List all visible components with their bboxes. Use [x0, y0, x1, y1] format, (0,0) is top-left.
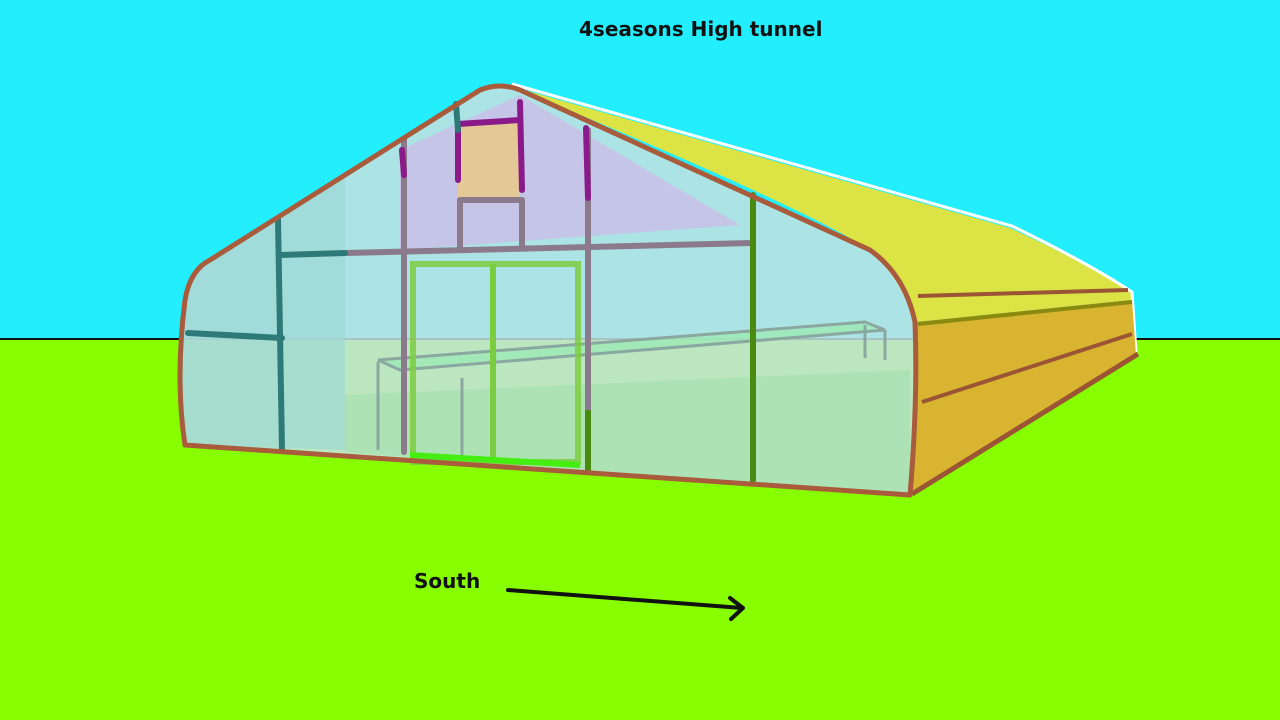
left-bay-tint — [180, 175, 345, 450]
vent-panel — [458, 122, 520, 198]
side-rail-upper — [917, 288, 1129, 298]
end-arch-frame — [177, 83, 919, 498]
arrow-right-icon — [506, 588, 745, 621]
side-rail-olive — [917, 300, 1133, 326]
door-threshold — [409, 452, 581, 468]
floor-tint — [345, 370, 910, 495]
diagram-title: 4seasons High tunnel — [579, 17, 823, 41]
compass-south-label: South — [414, 569, 481, 593]
side-rail-lower — [921, 332, 1133, 404]
vent-frame — [399, 99, 591, 201]
teal-frame — [185, 101, 461, 453]
roof-top-cover — [510, 86, 1132, 322]
side-base-rail — [910, 351, 1140, 497]
